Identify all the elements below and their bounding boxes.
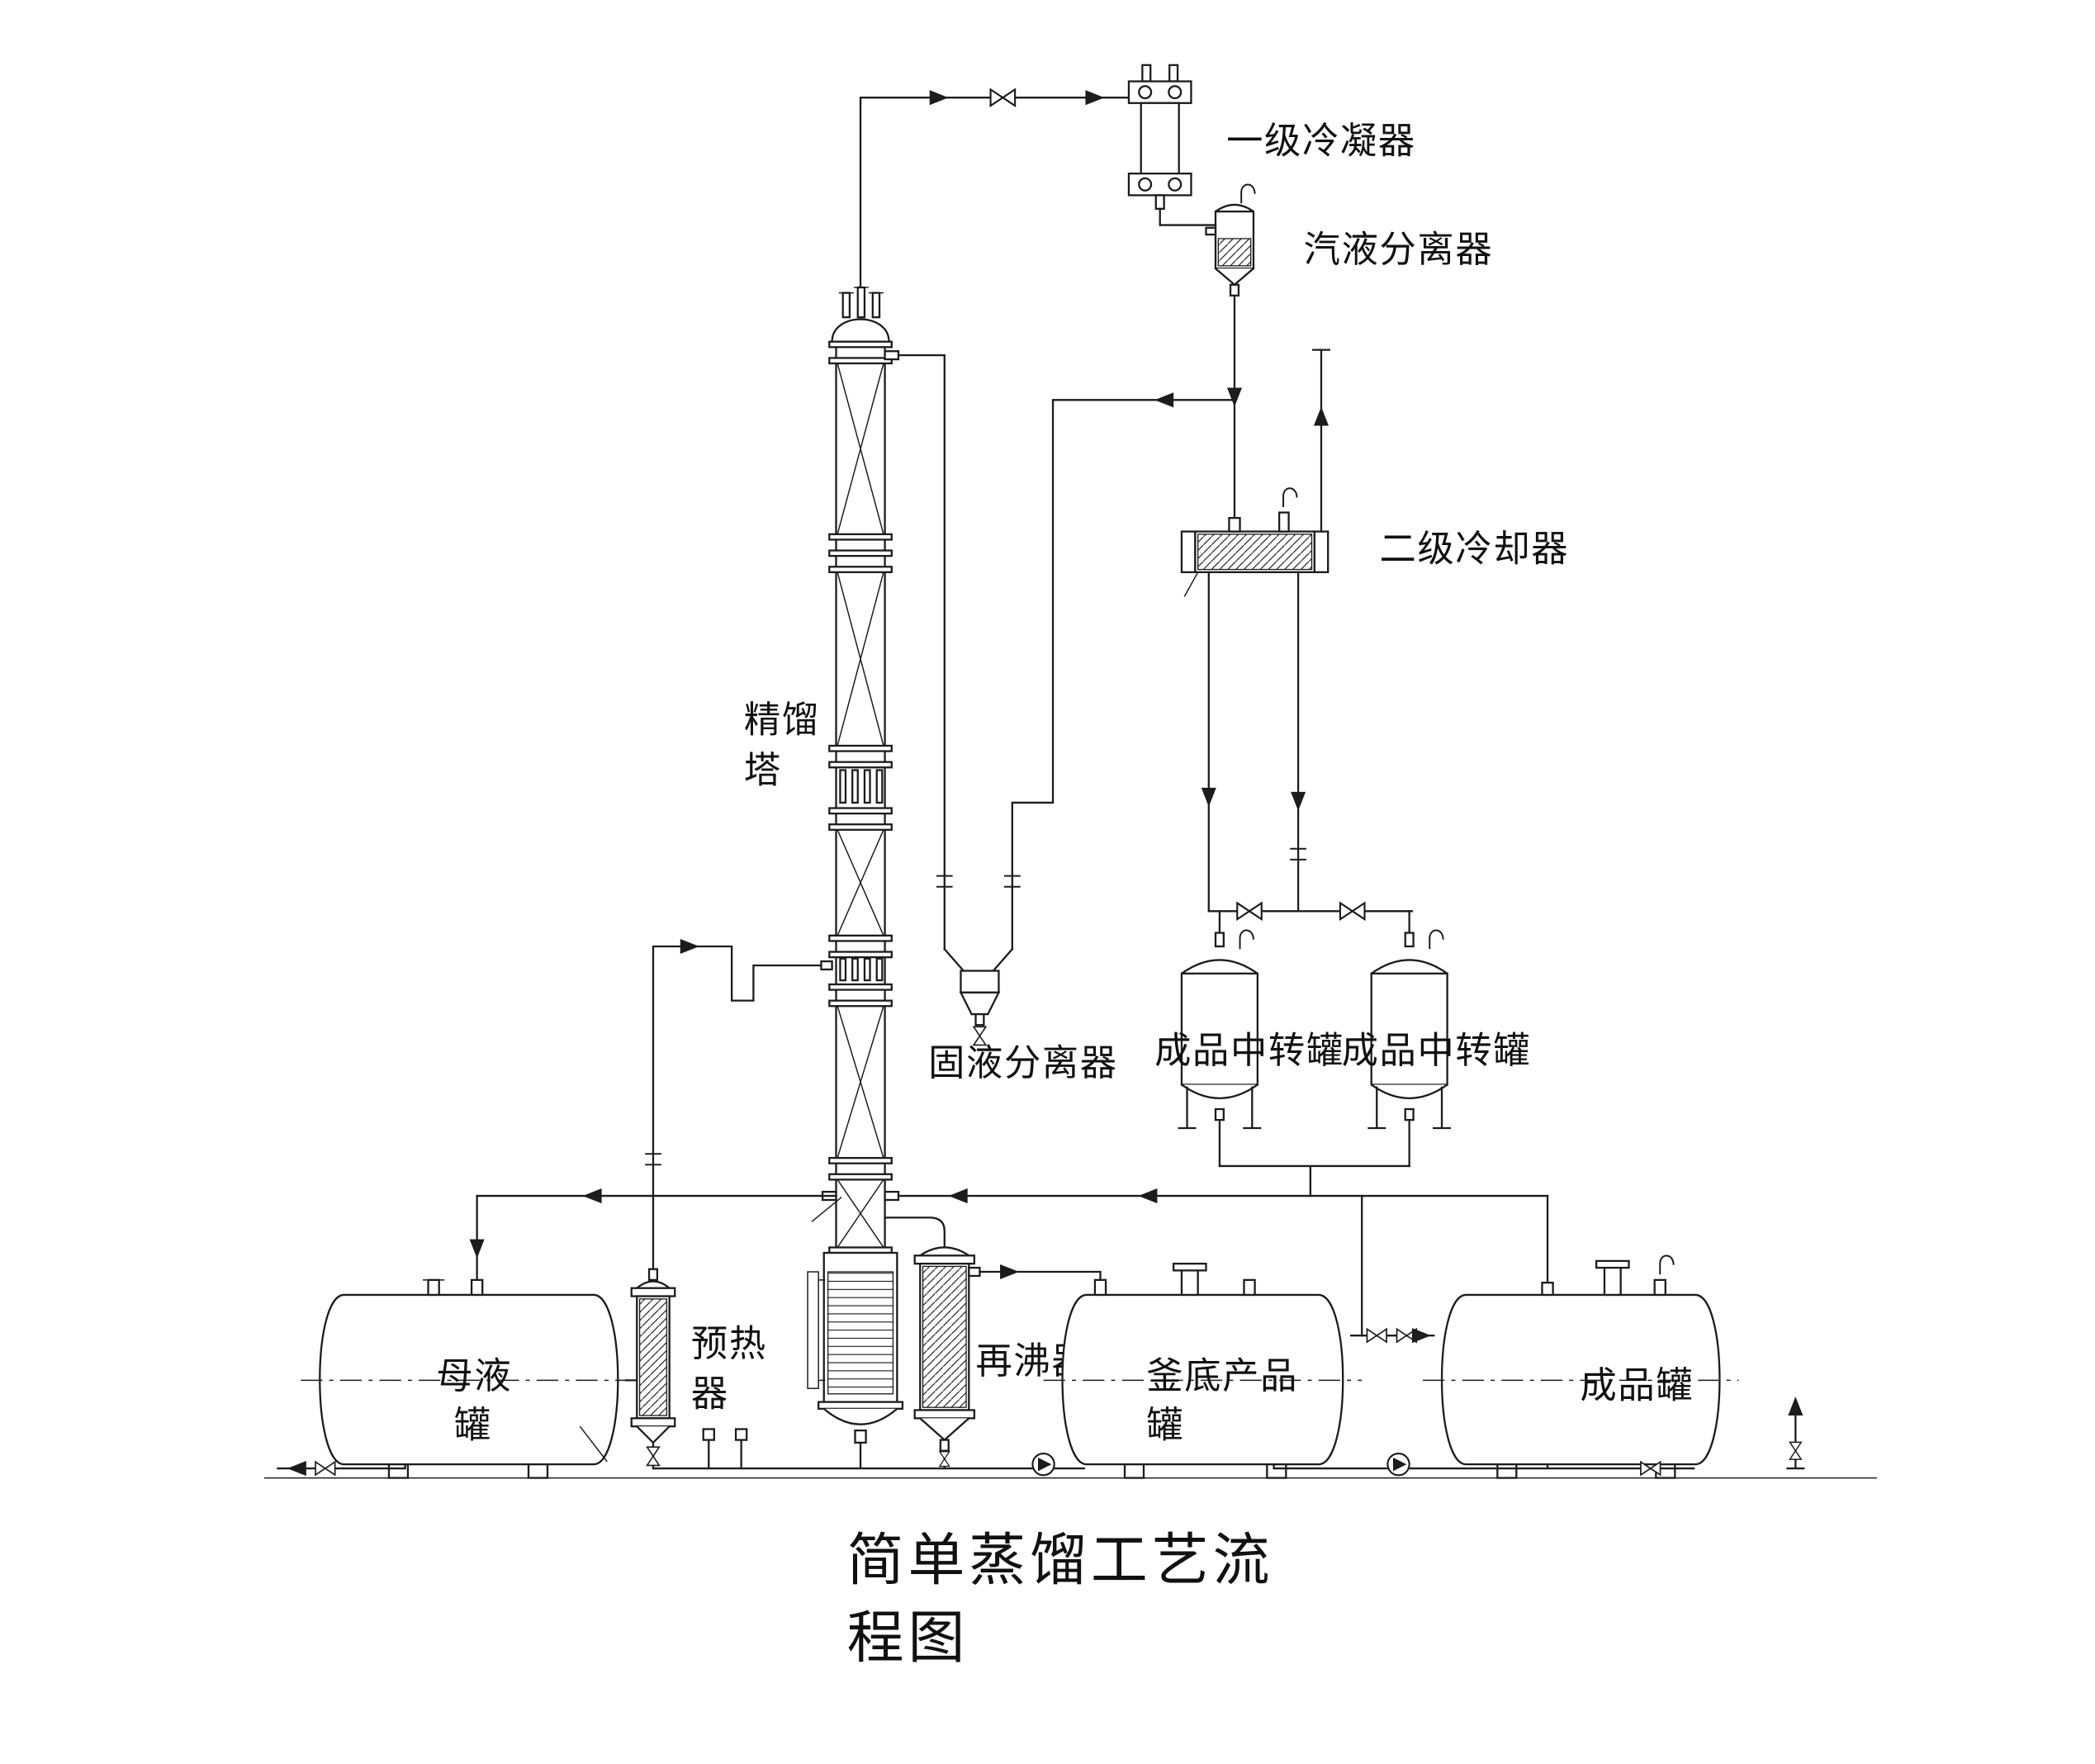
vent-riser-far-right: [1786, 1396, 1805, 1470]
mother-liquor-label-line1: 母液: [436, 1356, 512, 1396]
product-transfer-tank-left: [1178, 929, 1262, 1168]
bottom-product-tank-label: 釜底产品 罐: [1146, 1356, 1298, 1445]
mother-liquor-tank-label: 母液 罐: [436, 1356, 512, 1445]
solid-liquid-separator: [943, 947, 1014, 1046]
primary-condenser: [1127, 64, 1217, 226]
diagram-title: 简单蒸馏工艺流 程图: [847, 1529, 1274, 1670]
intertank-transfer-line: [1349, 1328, 1435, 1344]
sample-nozzle: [811, 1197, 842, 1222]
bottom-piping-left: [277, 1461, 406, 1477]
distillation-column-label: 精馏 塔: [744, 700, 820, 791]
distillation-column: [807, 88, 1130, 1470]
product-transfer-tank-left-label: 成品中转罐: [1154, 1031, 1344, 1071]
title-line2: 程图: [847, 1606, 969, 1669]
mother-liquor-label-line2: 罐: [454, 1405, 492, 1445]
transfer-tank-feed-header: [1207, 902, 1414, 934]
product-transfer-tank-right-label: 成品中转罐: [1342, 1031, 1532, 1071]
level-gauge: [807, 1271, 819, 1389]
transfer-tank-bottom-line: [1218, 1164, 1410, 1197]
column-packing: [837, 363, 884, 1248]
bottom-piping-center: [652, 1428, 1085, 1477]
product-transfer-tank-right: [1367, 929, 1452, 1168]
preheater-label-line2: 器: [691, 1374, 729, 1415]
preheater-label-line1: 预热: [691, 1324, 767, 1364]
product-tank: [1423, 1254, 1739, 1479]
column-distributors: [839, 769, 884, 982]
bottom-product-label-line1: 釜底产品: [1146, 1356, 1298, 1396]
preheater-label: 预热 器: [691, 1324, 767, 1415]
pump-icon: [1386, 1452, 1410, 1477]
column-label-line2: 塔: [744, 750, 782, 790]
column-flanges: [828, 340, 893, 1254]
main-header-line: [469, 1188, 1549, 1337]
title-line1: 简单蒸馏工艺流: [847, 1529, 1274, 1592]
primary-condenser-label: 一级冷凝器: [1226, 121, 1416, 162]
column-side-draw-line: [897, 354, 954, 951]
secondary-cooler: [1180, 349, 1330, 913]
pump-icon: [1031, 1452, 1055, 1477]
mother-liquor-tank: [301, 1278, 638, 1479]
bottom-product-label-line2: 罐: [1146, 1405, 1184, 1445]
vapor-liquid-separator: [1003, 183, 1256, 951]
bottom-product-tank: [1043, 1263, 1363, 1479]
bottom-piping-right: [1273, 1452, 1695, 1477]
gauge-icon: [702, 1428, 715, 1441]
gauge-icon: [734, 1428, 748, 1441]
preheater: [624, 938, 822, 1470]
secondary-cooler-label: 二级冷却器: [1380, 529, 1570, 570]
column-label-line1: 精馏: [744, 700, 820, 741]
vapor-liquid-separator-label: 汽液分离器: [1304, 230, 1494, 270]
product-tank-label: 成品罐: [1580, 1366, 1694, 1406]
reboiler: [884, 1216, 1102, 1470]
solid-liquid-separator-label: 固液分离器: [928, 1043, 1118, 1084]
